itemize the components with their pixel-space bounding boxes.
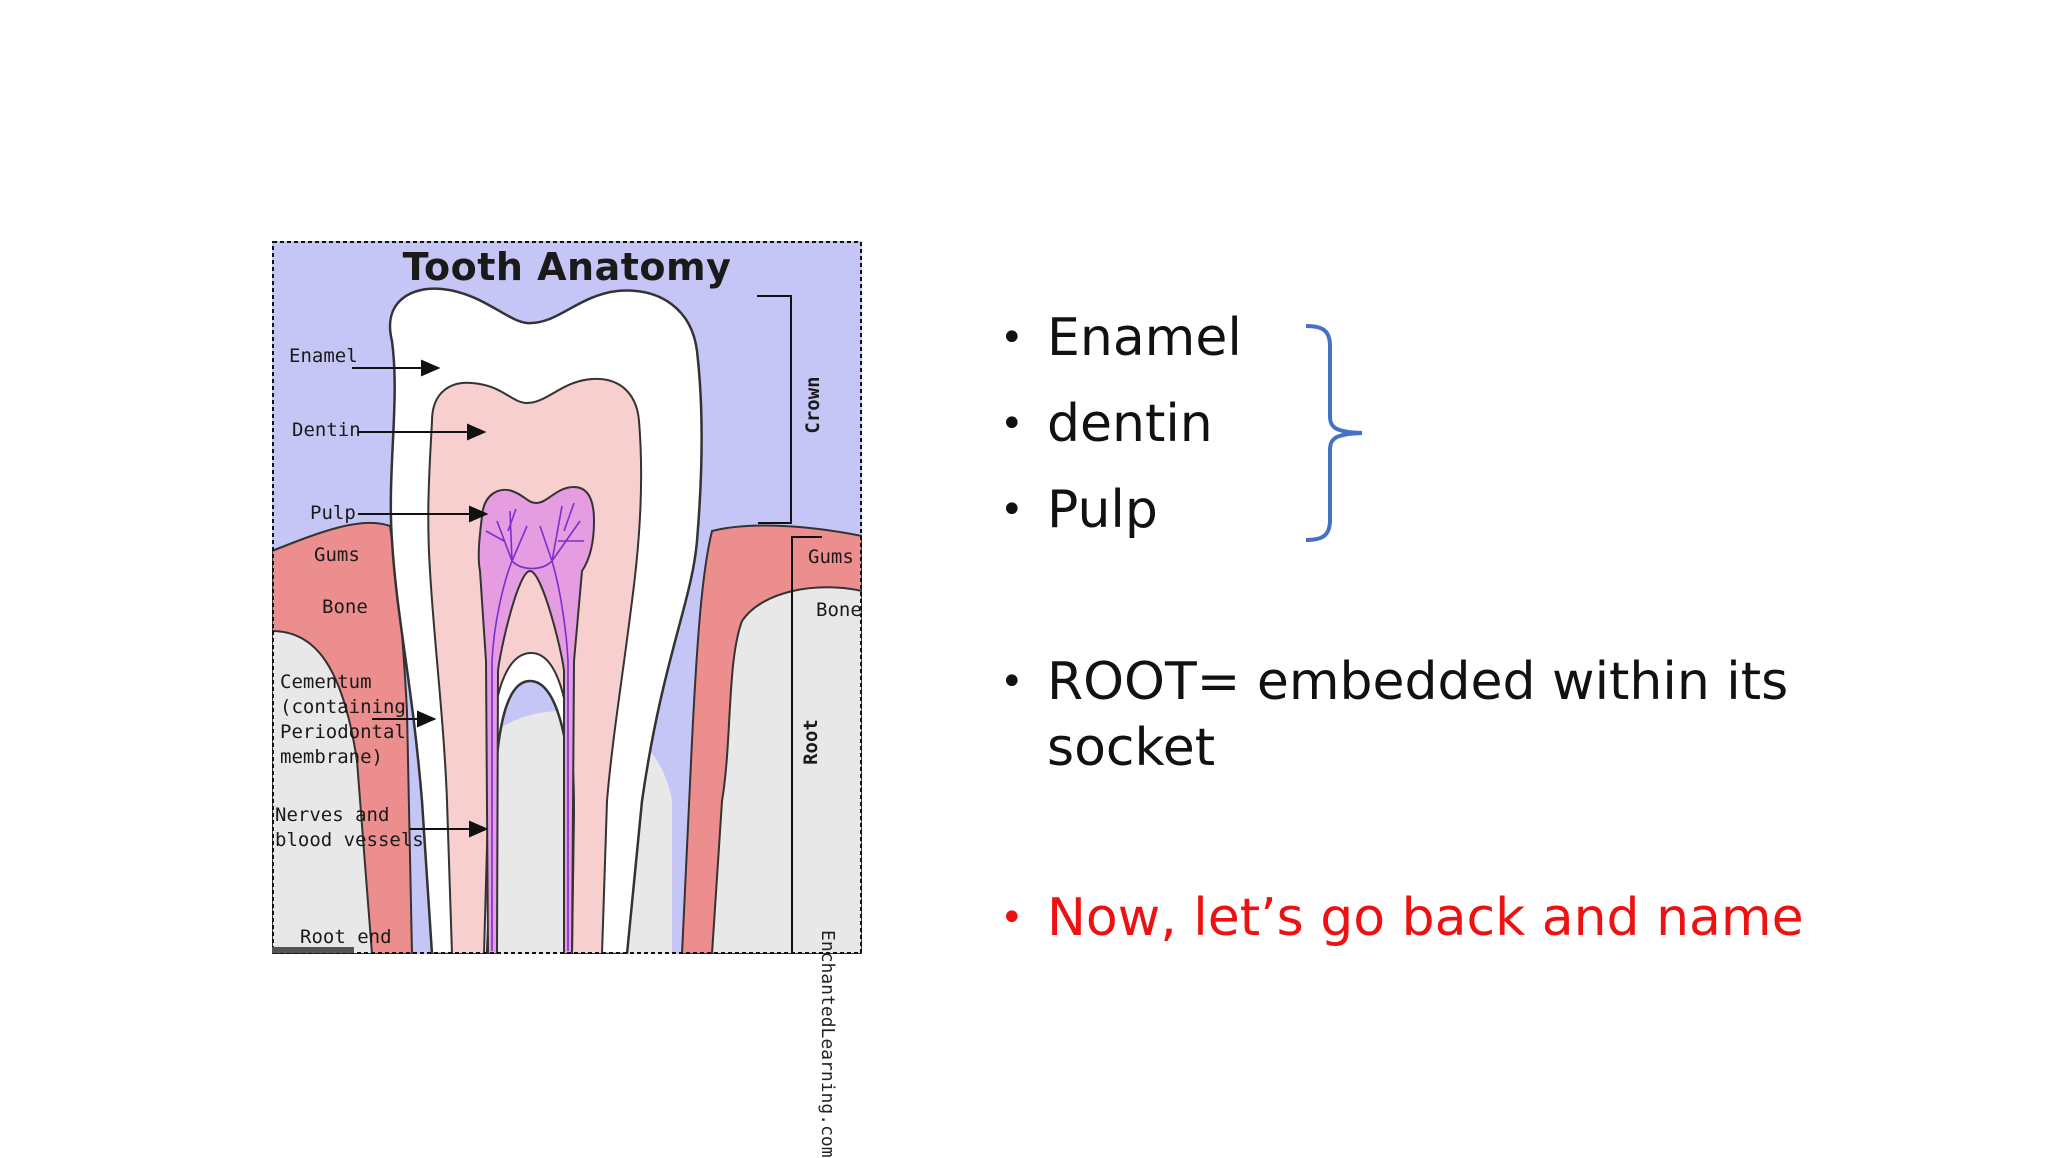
label-gums-right: Gums: [808, 546, 854, 568]
bullet-dot: •: [1000, 315, 1024, 361]
label-dentin: Dentin: [292, 419, 361, 441]
bullet-dot: •: [1000, 401, 1024, 447]
bullet-dot: •: [1000, 659, 1024, 705]
tooth-diagram-svg: [272, 241, 862, 954]
bullet-text: Now, let’s go back and name: [1047, 888, 1804, 948]
label-cementum: Cementum (containing Periodontal membran…: [280, 671, 406, 768]
figure-frame: [272, 241, 862, 954]
curly-brace: [1305, 324, 1363, 542]
gum-right: [680, 524, 862, 954]
crown-root-brackets: [757, 295, 822, 954]
label-nerves: Nerves and blood vessels: [275, 804, 424, 851]
curly-brace-path: [1305, 324, 1363, 542]
tooth-anatomy-figure: Tooth Anatomy Enamel Dentin Pulp Gums Gu…: [272, 241, 862, 954]
label-bone-left: Bone: [322, 596, 368, 618]
label-root-end: Root end: [300, 926, 392, 948]
label-root: Root: [800, 719, 822, 765]
bullet-item-pulp: • Pulp: [1000, 477, 1158, 543]
pulp-shape: [477, 485, 596, 954]
bullet-item-dentin: • dentin: [1000, 391, 1213, 457]
label-pulp: Pulp: [310, 502, 356, 524]
bullet-text: Enamel: [1047, 308, 1242, 368]
figure-title: Tooth Anatomy: [402, 245, 732, 289]
label-bone-right: Bone: [816, 599, 862, 621]
bullet-item-call-to-action: • Now, let’s go back and name: [1000, 885, 1804, 951]
nerve-network: [485, 502, 584, 951]
label-arrows: [352, 359, 489, 838]
label-enamel: Enamel: [289, 345, 358, 367]
label-crown: Crown: [802, 376, 824, 434]
label-gums-left: Gums: [314, 544, 360, 566]
root-end-bar: [272, 947, 354, 953]
bullet-text: Pulp: [1047, 480, 1158, 540]
bullet-list: • Enamel • dentin • Pulp • ROOT= embedde…: [1000, 0, 2000, 1152]
figure-watermark: EnchantedLearning.com: [817, 930, 838, 1158]
bullet-dot: •: [1000, 895, 1024, 941]
bullet-dot: •: [1000, 487, 1024, 533]
bullet-item-enamel: • Enamel: [1000, 305, 1242, 371]
bullet-item-root: • ROOT= embedded within its socket: [1000, 649, 1788, 781]
bullet-text: dentin: [1047, 394, 1213, 454]
bullet-text: ROOT= embedded within its socket: [1047, 652, 1789, 778]
